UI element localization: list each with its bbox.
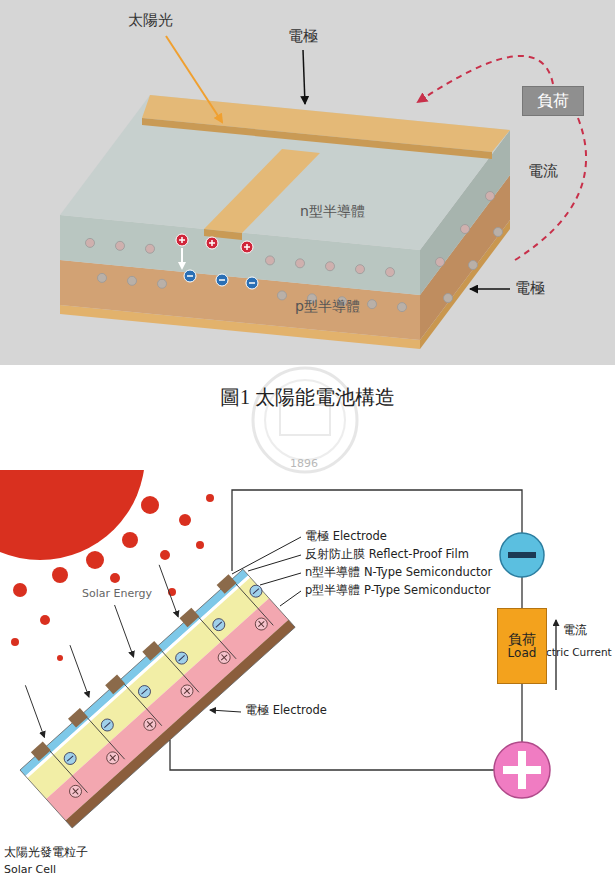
label-text: Solar Cell <box>4 864 56 877</box>
leader-line <box>470 288 510 290</box>
carrier-dot <box>486 192 495 201</box>
leader-line <box>303 50 305 104</box>
label-text: Solar Energy <box>82 588 152 601</box>
label-text: 電極 Electrode <box>245 704 327 717</box>
hole <box>70 786 81 797</box>
label-text: 電流 <box>563 624 587 638</box>
wire <box>521 684 522 742</box>
node-text: Load <box>508 647 537 661</box>
n-layer-top <box>60 95 510 250</box>
node-text: 負荷 <box>508 631 536 647</box>
electron <box>142 689 148 694</box>
carrier-dots <box>86 192 503 312</box>
hole <box>141 716 158 733</box>
carrier-dot <box>158 279 167 288</box>
hole <box>144 719 155 730</box>
wire <box>170 740 494 770</box>
hole <box>216 649 233 666</box>
leader-line <box>210 537 301 712</box>
carrier-dot <box>116 241 125 250</box>
electrode-finger <box>31 741 51 761</box>
light-ray <box>115 605 134 657</box>
electron <box>253 589 259 594</box>
hole <box>67 783 84 800</box>
carrier-dot <box>469 261 478 270</box>
carrier-dot <box>326 262 335 271</box>
electrode-finger <box>105 675 125 695</box>
label-text: n型半導體 N-Type Semiconductor <box>305 566 492 579</box>
carrier-dot <box>86 238 95 247</box>
electron <box>210 616 227 633</box>
carrier-dot <box>128 276 137 285</box>
hole <box>219 652 230 663</box>
label-text: p型半導體 <box>295 298 360 314</box>
watermark-logo <box>253 368 357 472</box>
positive-terminal <box>494 742 550 798</box>
label-text: 反射防止膜 Reflect-Proof Film <box>305 548 469 561</box>
hole <box>256 618 267 629</box>
label-text: 電極 Electrode <box>305 530 387 543</box>
electron <box>104 722 110 727</box>
hole <box>107 752 118 763</box>
electrode-finger <box>68 708 88 728</box>
wire <box>232 490 522 571</box>
hole <box>179 682 196 699</box>
electrode-finger <box>179 608 199 628</box>
node-text: 負荷 <box>537 92 569 110</box>
carrier-dot <box>494 228 503 237</box>
carrier-dot <box>436 258 445 267</box>
light-ray <box>25 685 44 737</box>
negative-terminal <box>500 533 544 577</box>
electrode-finger <box>217 574 237 594</box>
electron <box>67 756 73 761</box>
carrier-dot <box>98 273 107 282</box>
sunlight-arrow <box>166 36 222 122</box>
carrier-dot <box>368 300 377 309</box>
light-ray <box>159 565 178 617</box>
light-ray <box>70 645 89 697</box>
sun <box>0 470 145 560</box>
label-text: p型半導體 P-Type Semiconductor <box>305 584 490 597</box>
label-text: n型半導體 <box>300 203 365 219</box>
panel-ground <box>0 0 615 365</box>
carrier-dot <box>444 294 453 303</box>
load-box: 負荷 <box>522 86 584 116</box>
load-box: 負荷Load <box>497 608 547 684</box>
electron <box>136 683 153 700</box>
electron <box>62 750 79 767</box>
current-path <box>515 118 586 260</box>
electron <box>247 583 264 600</box>
label-text: 太陽光 <box>128 12 173 29</box>
hole <box>253 616 270 633</box>
carrier-dot <box>386 268 395 277</box>
electrode-finger <box>142 641 162 661</box>
label-text: 電極 <box>515 280 545 297</box>
carrier-dot <box>266 256 275 265</box>
electron <box>179 655 185 660</box>
hole <box>181 685 192 696</box>
carrier-dot <box>398 303 407 312</box>
label-text: 太陽光發電粒子 <box>4 846 88 860</box>
top-electrode <box>204 149 320 233</box>
hole <box>104 749 121 766</box>
solar-cell-stack <box>16 564 296 828</box>
electron <box>216 622 222 627</box>
wire <box>521 577 522 608</box>
carrier-dot <box>278 291 287 300</box>
figure-caption: 圖1 太陽能電池構造 <box>220 386 395 409</box>
carrier-dot <box>296 259 305 268</box>
charges <box>176 234 258 289</box>
carrier-dot <box>146 244 155 253</box>
carrier-dot <box>356 265 365 274</box>
electron <box>173 650 190 667</box>
carrier-dot <box>461 225 470 234</box>
label-text: 1896 <box>290 458 318 471</box>
electron <box>99 717 116 734</box>
label-text: 電極 <box>288 28 318 45</box>
label-text: 電流 <box>528 163 558 180</box>
